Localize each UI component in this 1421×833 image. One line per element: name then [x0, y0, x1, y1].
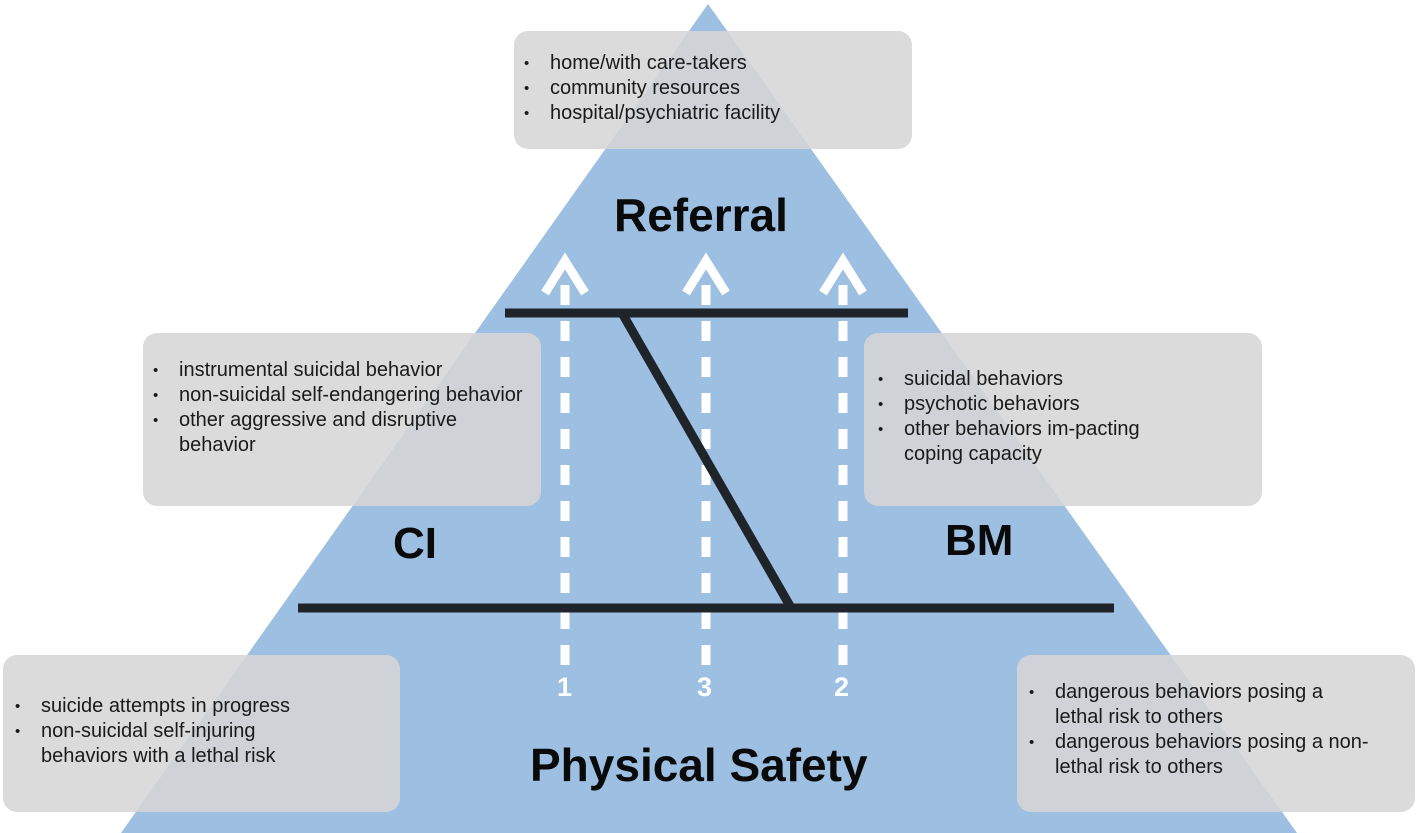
- ci-safety-box: suicide attempts in progress non-suicida…: [3, 655, 400, 812]
- bm-behaviors-box: suicidal behaviors psychotic behaviors o…: [864, 333, 1262, 506]
- list-item: instrumental suicidal behavior: [153, 358, 531, 383]
- ci-safety-list: suicide attempts in progress non-suicida…: [15, 694, 390, 769]
- path-1-arrowhead: [541, 252, 589, 296]
- path-number-1: 1: [557, 672, 573, 702]
- pyramid: [121, 4, 1297, 833]
- ci-bm-diagonal-line: [618, 310, 794, 609]
- list-item: dangerous behaviors posing a lethal risk…: [1029, 680, 1355, 730]
- list-item: community resources: [524, 76, 902, 101]
- path-number-2: 2: [834, 672, 850, 702]
- bm-label: BM: [945, 516, 1014, 565]
- bm-behaviors-list: suicidal behaviors psychotic behaviors o…: [878, 367, 1252, 467]
- ci-label: CI: [393, 519, 437, 568]
- referral-options-list: home/with care-takers community resource…: [524, 51, 902, 126]
- list-item: suicide attempts in progress: [15, 694, 390, 719]
- list-item: home/with care-takers: [524, 51, 902, 76]
- referral-options-box: home/with care-takers community resource…: [514, 31, 912, 149]
- list-item: hospital/psychiatric facility: [524, 101, 902, 126]
- referral-label: Referral: [614, 189, 788, 241]
- bm-safety-list: dangerous behaviors posing a lethal risk…: [1029, 680, 1405, 780]
- list-item: dangerous behaviors posing a non-lethal …: [1029, 730, 1395, 780]
- path-number-3: 3: [697, 672, 713, 702]
- path-3-arrowhead: [682, 252, 730, 296]
- physical-safety-label: Physical Safety: [530, 739, 868, 791]
- list-item: other aggressive and disruptive behavior: [153, 408, 531, 458]
- list-item: suicidal behaviors: [878, 367, 1252, 392]
- list-item: psychotic behaviors: [878, 392, 1252, 417]
- list-item: non-suicidal self-endangering behavior: [153, 383, 531, 408]
- ci-behaviors-box: instrumental suicidal behavior non-suici…: [143, 333, 541, 506]
- list-item: non-suicidal self-injuring behaviors wit…: [15, 719, 341, 769]
- list-item: other behaviors im-pacting coping capaci…: [878, 417, 1154, 467]
- ci-behaviors-list: instrumental suicidal behavior non-suici…: [153, 358, 531, 458]
- path-2-arrowhead: [819, 252, 867, 296]
- bm-safety-box: dangerous behaviors posing a lethal risk…: [1017, 655, 1415, 812]
